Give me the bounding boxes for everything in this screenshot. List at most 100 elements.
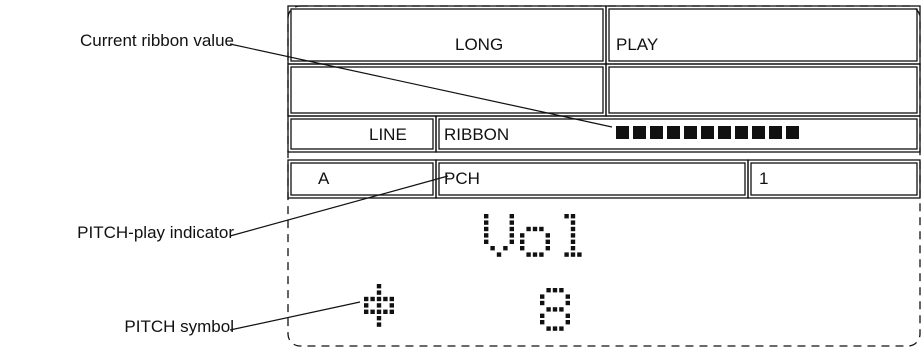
lcd-dot [546,326,551,331]
lcd-dot [503,246,508,251]
lcd-dot [559,307,564,312]
lcd-dot [376,290,382,295]
lcd-dot [570,226,576,232]
lcd-dot [570,220,576,225]
lcd-dot [509,220,514,225]
cell-a: A [318,169,330,188]
lcd-char-o [520,226,550,257]
lcd-dot [532,252,538,257]
cell-pch: PCH [444,169,480,188]
lcd-dot [564,214,569,219]
callout-pitch-symbol: PITCH symbol [124,317,234,336]
ribbon-block [735,126,748,139]
lcd-dot [370,309,375,314]
lcd-char-8 [540,288,570,331]
row-2 [287,63,921,117]
lcd-dot [383,296,388,302]
ribbon-block [701,126,714,139]
lcd-dot [376,303,382,308]
leader-ribbon [229,43,613,128]
lcd-dot [389,303,394,308]
ribbon-block [769,126,782,139]
lcd-dot [520,233,525,238]
lcd-dot [559,326,564,331]
lcd-dot [539,226,544,232]
lcd-dot [364,296,369,302]
lcd-dot [552,288,558,293]
lcd-dot [577,252,582,257]
ribbon-block [684,126,697,139]
callout-pitch-play: PITCH-play indicator [77,223,234,242]
lcd-dot [484,226,489,232]
lcd-dot [552,307,558,312]
lcd-dot [509,233,514,238]
pitch-symbol-icon [364,284,394,327]
lcd-dot [389,309,394,314]
lcd-dot [376,284,382,289]
lcd-dot [559,288,564,293]
lcd-dot [509,226,514,232]
lcd-dot [565,294,570,299]
lcd-dot [545,233,550,238]
lcd-dot [565,320,570,325]
lcd-char-l [564,214,582,257]
cell-line: LINE [369,125,407,144]
lcd-dot [376,322,382,327]
ribbon-block [752,126,765,139]
callout-lines [229,43,613,331]
lcd-dot [484,214,489,219]
lcd-dot [509,239,514,244]
lcd-dot [484,239,489,244]
lcd-dot [484,233,489,238]
lcd-dot [570,246,576,251]
lcd-dot [565,313,570,318]
lcd-dot [540,300,545,306]
ribbon-block [633,126,646,139]
lcd-dot [389,296,394,302]
lcd-dot [540,320,545,325]
row-3 [287,115,921,153]
leader-pitch-play [229,175,449,237]
lcd-dot [364,309,369,314]
cell-long: LONG [455,35,504,54]
lcd-dot-matrix [364,214,582,331]
ribbon-block [616,126,629,139]
lcd-dot [570,252,576,257]
lcd-dot [526,226,531,232]
lcd-dot [546,288,551,293]
leader-pitch-symbol [229,301,361,331]
cell-one: 1 [759,169,769,188]
ribbon-block [650,126,663,139]
lcd-dot [370,296,375,302]
ribbon-block [718,126,731,139]
ribbon-meter [616,126,799,139]
screen-outline [287,5,921,347]
lcd-char-V [484,214,514,257]
lcd-dot [383,309,388,314]
lcd-dot [526,252,531,257]
lcd-dot [564,252,569,257]
lcd-dot [376,309,382,314]
lcd-dot [496,252,502,257]
callout-ribbon-value: Current ribbon value [79,31,234,50]
lcd-dot [570,239,576,244]
ribbon-block [786,126,799,139]
lcd-dot [520,239,525,244]
lcd-dot [565,300,570,306]
row-4 [287,159,921,199]
lcd-dot [545,246,550,251]
lcd-dot [509,214,514,219]
lcd-dot [540,294,545,299]
lcd-dot [490,246,495,251]
lcd-dot [520,246,525,251]
lcd-dot [532,226,538,232]
cell-play: PLAY [616,35,659,54]
lcd-dot [539,252,544,257]
lcd-dot [484,220,489,225]
row-1 [287,5,921,65]
lcd-dot [545,239,550,244]
lcd-dot [376,316,382,321]
lcd-dot [552,326,558,331]
lcd-dot [570,214,576,219]
